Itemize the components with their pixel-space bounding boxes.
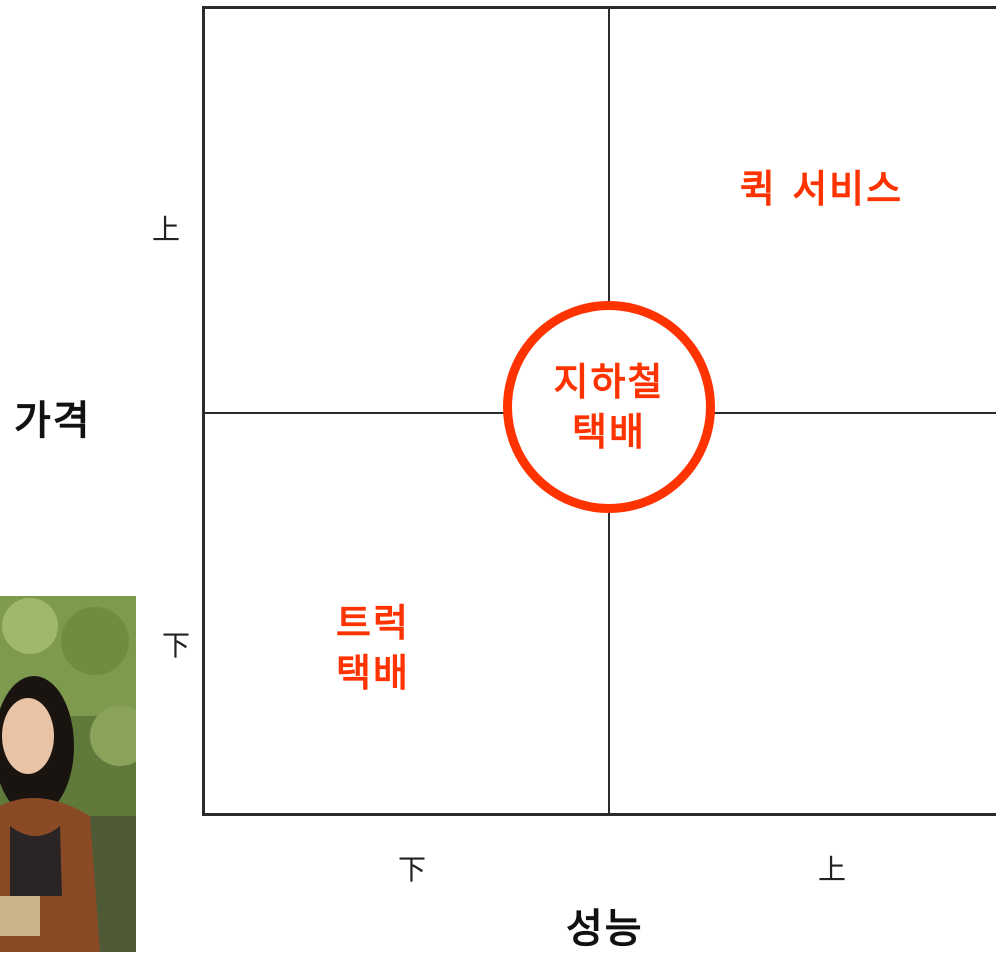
woman-photo	[0, 596, 136, 952]
x-tick-high: 上	[818, 853, 847, 886]
positioning-matrix: 지하철 택배	[202, 6, 996, 816]
quadrant-bottom-left-line2: 택배	[336, 651, 410, 695]
center-highlight-circle: 지하철 택배	[503, 301, 715, 513]
center-label-line1: 지하철	[553, 360, 665, 404]
x-tick-low: 下	[398, 853, 427, 886]
center-label-line2: 택배	[572, 410, 646, 454]
quadrant-top-right-label: 퀵 서비스	[740, 167, 904, 211]
y-axis-title: 가격	[14, 398, 92, 444]
x-axis-title: 성능	[566, 906, 644, 952]
quadrant-bottom-left-label: 트럭 택배	[336, 598, 410, 698]
y-tick-low: 下	[162, 629, 191, 662]
y-tick-high: 上	[152, 213, 181, 246]
center-label: 지하철 택배	[554, 357, 665, 457]
quadrant-bottom-left-line1: 트럭	[336, 601, 410, 645]
